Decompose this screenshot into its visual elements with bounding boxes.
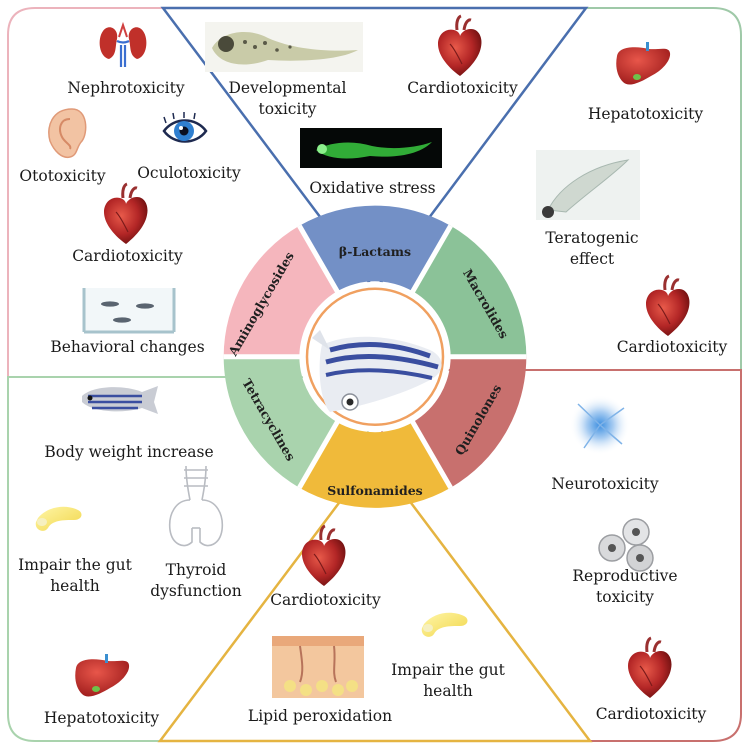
zebrafish-center-icon: [312, 330, 442, 412]
label-tetracyclines-hepatotoxicity: Hepatotoxicity: [43, 709, 160, 727]
eye-icon: [162, 112, 208, 143]
label-macrolides-hepatotoxicity: Hepatotoxicity: [587, 105, 704, 123]
sulfonamides-triangle: [157, 452, 593, 743]
intestine-icon: [35, 506, 82, 531]
label-oculotoxicity: Oculotoxicity: [137, 164, 241, 182]
label-tetracyclines-impair-gut: Impair the gut health: [18, 556, 132, 595]
kidney-icon: [99, 21, 147, 67]
segment-tetracyclines[interactable]: [223, 356, 338, 488]
panel-macrolides-border: [381, 7, 742, 371]
label-sulfonamides-impair-gut: Impair the gut health: [391, 661, 505, 700]
label-body-weight-increase: Body weight increase: [44, 443, 214, 461]
segment-quinolones[interactable]: [412, 356, 527, 488]
label-reproductive-toxicity: Reproductive toxicity: [572, 567, 678, 606]
liver-icon: [616, 42, 671, 85]
zebrafish-icon: [82, 386, 158, 414]
label-beta-lactams-cardiotoxicity: Cardiotoxicity: [407, 79, 518, 97]
label-aminoglycosides-cardiotoxicity: Cardiotoxicity: [72, 247, 183, 265]
label-lipid-peroxidation: Lipid peroxidation: [247, 707, 393, 725]
panel-quinolones-border: [381, 369, 742, 742]
label-quinolones-cardiotoxicity: Cardiotoxicity: [595, 705, 707, 723]
segment-sulfonamides[interactable]: [299, 422, 451, 508]
label-neurotoxicity: Neurotoxicity: [551, 475, 659, 493]
heart-icon: [626, 636, 674, 700]
label-ototoxicity: Ototoxicity: [19, 167, 106, 185]
segment-aminoglycosides[interactable]: [223, 225, 338, 357]
label-thyroid-dysfunction: Thyroid dysfunction: [150, 561, 242, 600]
label-behavioral-changes: Behavioral changes: [50, 338, 205, 356]
neuron-icon: [570, 395, 630, 455]
label-oxidative-stress: Oxidative stress: [309, 179, 436, 197]
liver-icon: [75, 654, 130, 697]
label-developmental-toxicity: Developmental toxicity: [228, 79, 347, 118]
fish-tank-icon: [82, 288, 176, 334]
segment-label-beta-lactams: β-Lactams: [339, 244, 411, 259]
ear-icon: [48, 108, 87, 159]
teratogenic-larva-icon: [536, 150, 640, 220]
cells-icon: [598, 518, 654, 572]
segment-beta-lactams[interactable]: [299, 205, 451, 292]
zebrafish-larva-icon: [205, 22, 363, 72]
heart-icon: [102, 182, 150, 246]
label-sulfonamides-cardiotoxicity: Cardiotoxicity: [270, 591, 381, 609]
label-macrolides-cardiotoxicity: Cardiotoxicity: [616, 338, 728, 356]
segment-label-sulfonamides: Sulfonamides: [327, 483, 422, 498]
label-nephrotoxicity: Nephrotoxicity: [67, 79, 185, 97]
thyroid-icon: [168, 465, 224, 547]
label-teratogenic-effect: Teratogenic effect: [545, 229, 639, 268]
oxidative-stress-image-icon: [300, 128, 442, 168]
segment-macrolides[interactable]: [412, 225, 527, 357]
heart-icon: [644, 274, 692, 338]
skin-section-icon: [272, 636, 364, 698]
